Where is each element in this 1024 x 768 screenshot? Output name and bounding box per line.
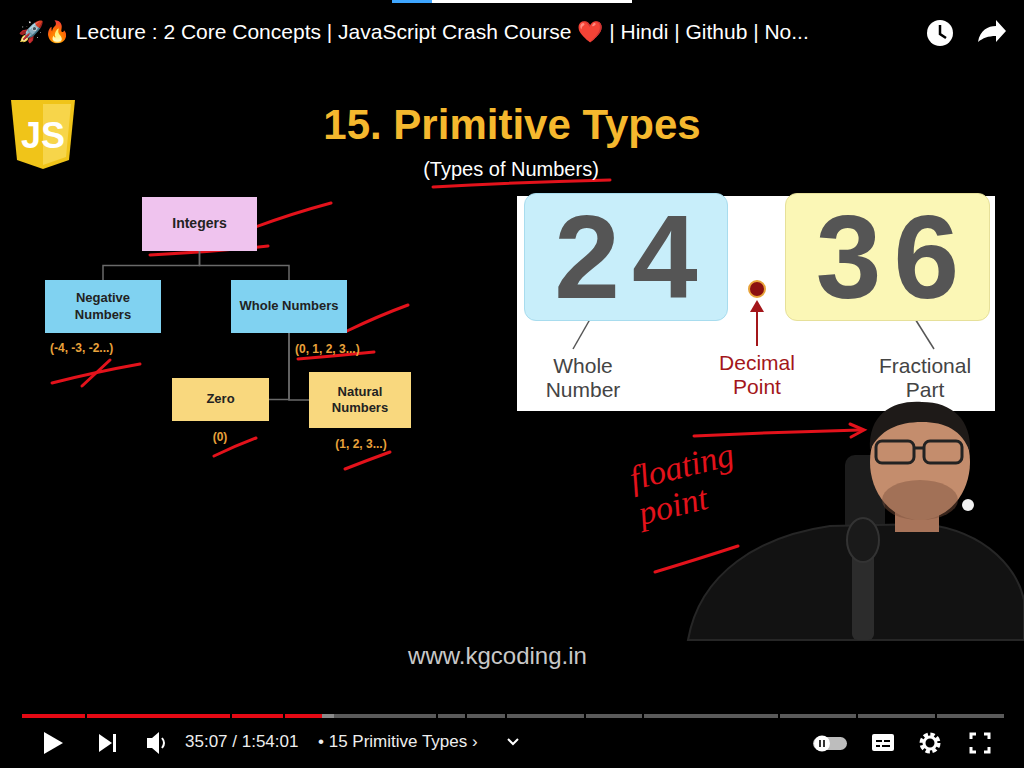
time-display: 35:07 / 1:54:01 xyxy=(185,732,325,752)
captions-icon xyxy=(872,734,894,751)
logo-text: JS xyxy=(21,113,65,158)
next-icon xyxy=(99,734,116,752)
pen-stroke xyxy=(250,203,331,229)
shield-fill xyxy=(11,100,75,169)
pen-arrowhead xyxy=(850,424,864,437)
presenter xyxy=(688,402,1024,640)
video-title: 🚀🔥 Lecture : 2 Core Concepts | JavaScrip… xyxy=(18,19,923,44)
pen-arrow xyxy=(694,430,860,436)
box-text: Integers xyxy=(172,215,226,233)
progress-track xyxy=(22,714,1004,718)
box-text: 36 xyxy=(804,198,971,316)
hair xyxy=(870,402,970,452)
tree-line xyxy=(269,333,289,400)
part-label: Whole Number xyxy=(523,354,643,402)
slide-title: 15. Primitive Types xyxy=(212,100,812,150)
slide-subtitle: (Types of Numbers) xyxy=(361,157,661,181)
top-bar-fill xyxy=(392,0,432,3)
glasses-bridge xyxy=(914,447,924,450)
settings-icon xyxy=(922,735,938,751)
share-icon xyxy=(978,20,1006,42)
integer-box: Integers xyxy=(142,197,257,251)
box-text: Whole Numbers xyxy=(240,298,339,314)
microphone-head xyxy=(847,518,879,562)
range-text: (-4, -3, -2...) xyxy=(50,341,162,355)
pen-stroke xyxy=(345,452,390,469)
category-box: Whole Numbers xyxy=(231,280,347,333)
tree-line xyxy=(103,251,200,280)
clock-hands xyxy=(940,25,946,38)
category-box: Natural Numbers xyxy=(309,372,411,428)
play-icon xyxy=(44,732,63,754)
illustration-panel xyxy=(517,196,995,411)
beard xyxy=(882,480,958,520)
range-text: (0) xyxy=(195,430,245,444)
leader-arrowhead xyxy=(750,300,764,312)
fullscreen-icon xyxy=(971,734,989,752)
js-logo: JS xyxy=(8,100,78,170)
progress-buffered xyxy=(322,714,334,718)
earbud xyxy=(962,499,974,511)
watermark: www.kgcoding.in xyxy=(380,642,615,671)
pen-stroke xyxy=(347,305,408,331)
digit-box: 24 xyxy=(524,193,728,321)
pen-stroke xyxy=(82,360,110,386)
glasses xyxy=(876,441,914,463)
volume-icon xyxy=(147,732,164,754)
progress-bar xyxy=(22,714,1004,718)
decimal-dot xyxy=(749,281,765,297)
box-text: Natural Numbers xyxy=(315,384,405,417)
range-text: (1, 2, 3...) xyxy=(316,437,406,451)
pen-stroke xyxy=(433,180,610,187)
clock-face xyxy=(927,20,953,46)
pen-stroke xyxy=(655,546,738,572)
box-text: Zero xyxy=(206,391,234,407)
chevron-icon xyxy=(508,739,518,744)
box-text: Negative Numbers xyxy=(51,290,155,323)
top-bar xyxy=(392,0,632,3)
part-label: Decimal Point xyxy=(700,351,814,399)
handwritten-note: floating point xyxy=(626,426,789,532)
glasses xyxy=(924,441,962,463)
autoplay-toggle xyxy=(813,736,847,752)
box-text: 24 xyxy=(542,198,709,316)
digit-box: 36 xyxy=(785,193,990,321)
part-label: Fractional Part xyxy=(858,354,992,402)
clock-icon xyxy=(927,20,953,46)
chapter-name: • 15 Primitive Types › xyxy=(318,732,504,752)
chapter-gaps xyxy=(85,714,937,718)
category-box: Zero xyxy=(172,378,269,421)
category-box: Negative Numbers xyxy=(45,280,161,333)
tree-line xyxy=(200,251,290,280)
range-text: (0, 1, 2, 3...) xyxy=(295,342,395,356)
progress-played xyxy=(22,714,322,718)
